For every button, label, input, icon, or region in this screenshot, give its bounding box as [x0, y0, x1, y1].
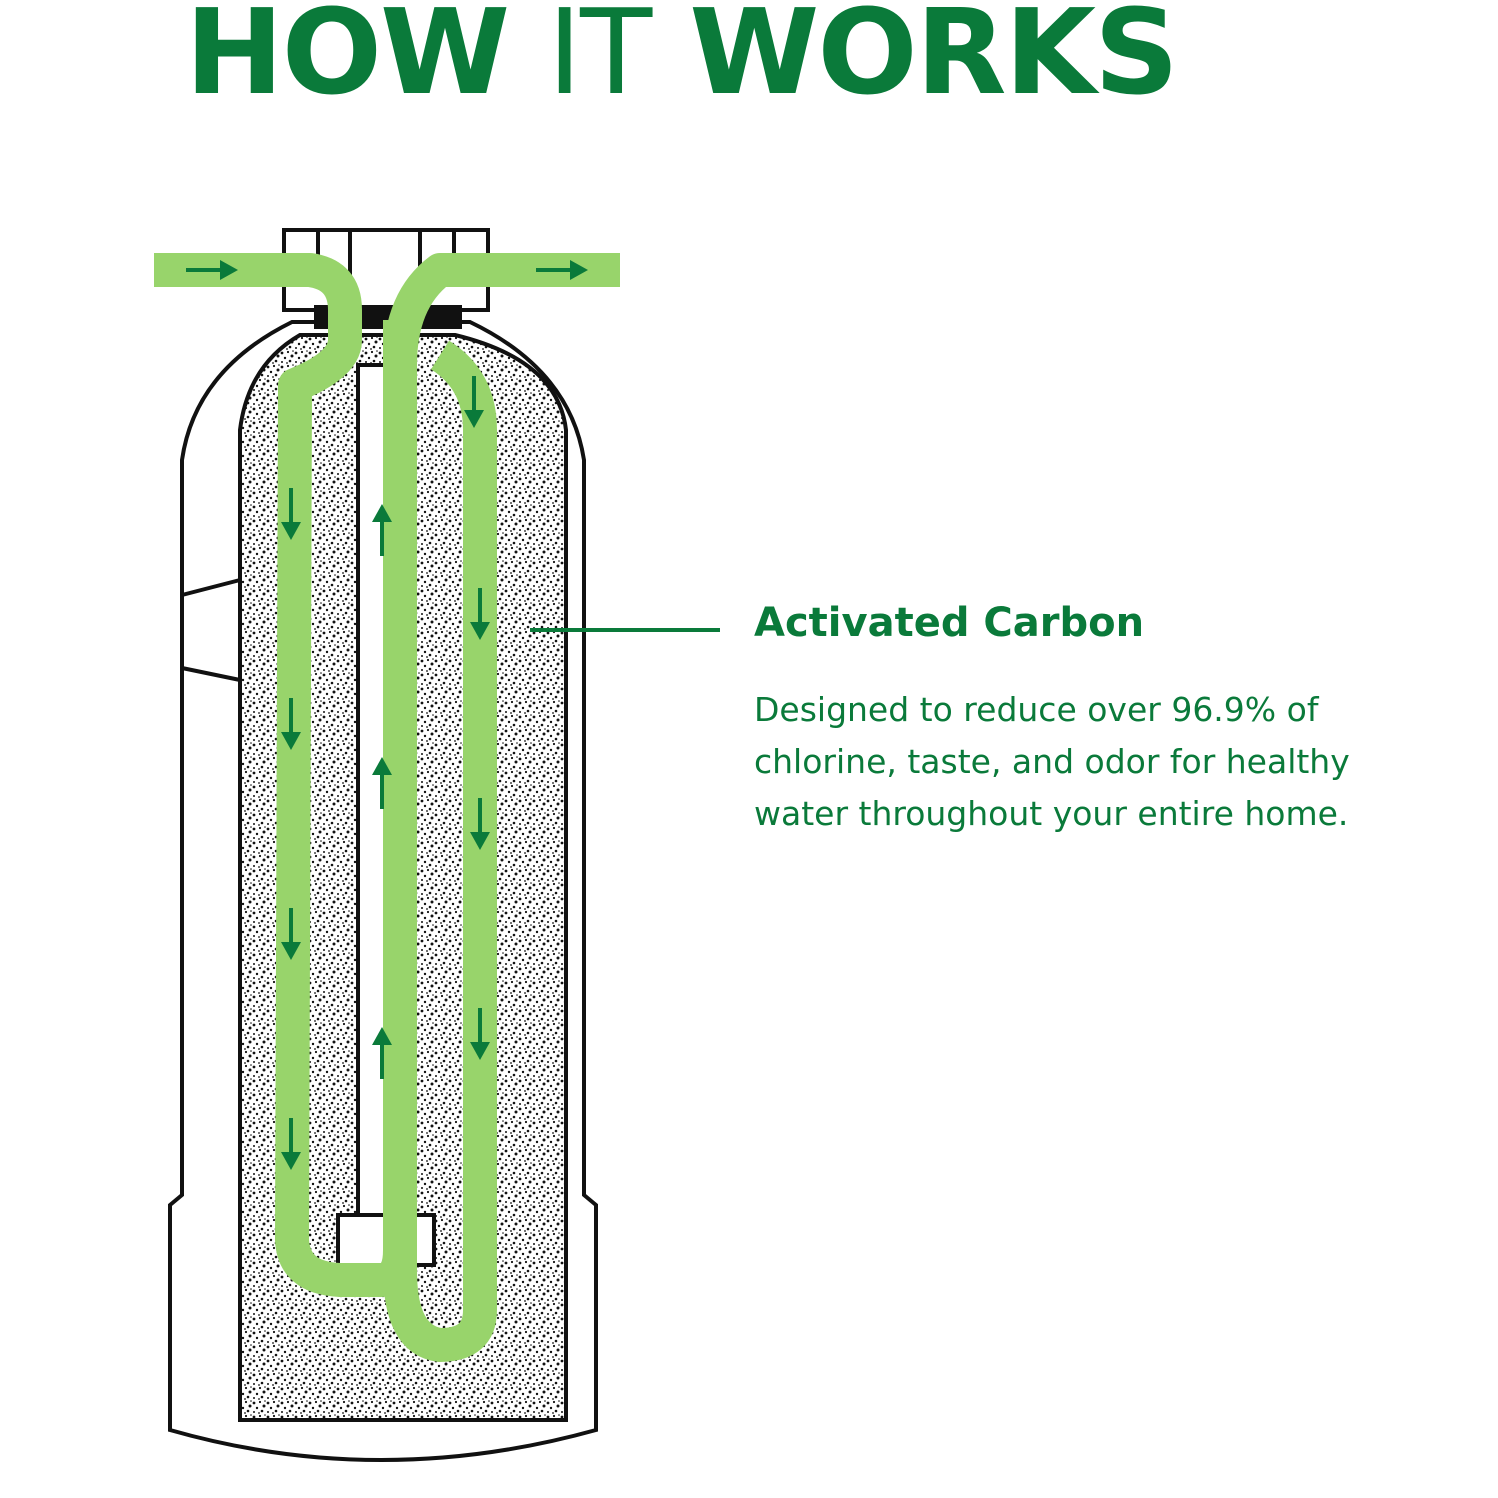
title-how: HOW [184, 0, 510, 121]
title-it: IT [547, 0, 652, 121]
page-title: HOW IT WORKS [0, 0, 1362, 120]
valve-cap-detail [316, 230, 456, 310]
tank-label-band [181, 578, 241, 682]
callout-line: water throughout your entire home. [754, 794, 1349, 833]
callout-description: Designed to reduce over 96.9% of chlorin… [754, 684, 1474, 840]
callout-line: Designed to reduce over 96.9% of [754, 690, 1319, 729]
flow-path [154, 253, 620, 1362]
title-works: WORKS [689, 0, 1179, 121]
callout-line: chlorine, taste, and odor for healthy [754, 742, 1350, 781]
callout-heading: Activated Carbon [754, 600, 1145, 646]
